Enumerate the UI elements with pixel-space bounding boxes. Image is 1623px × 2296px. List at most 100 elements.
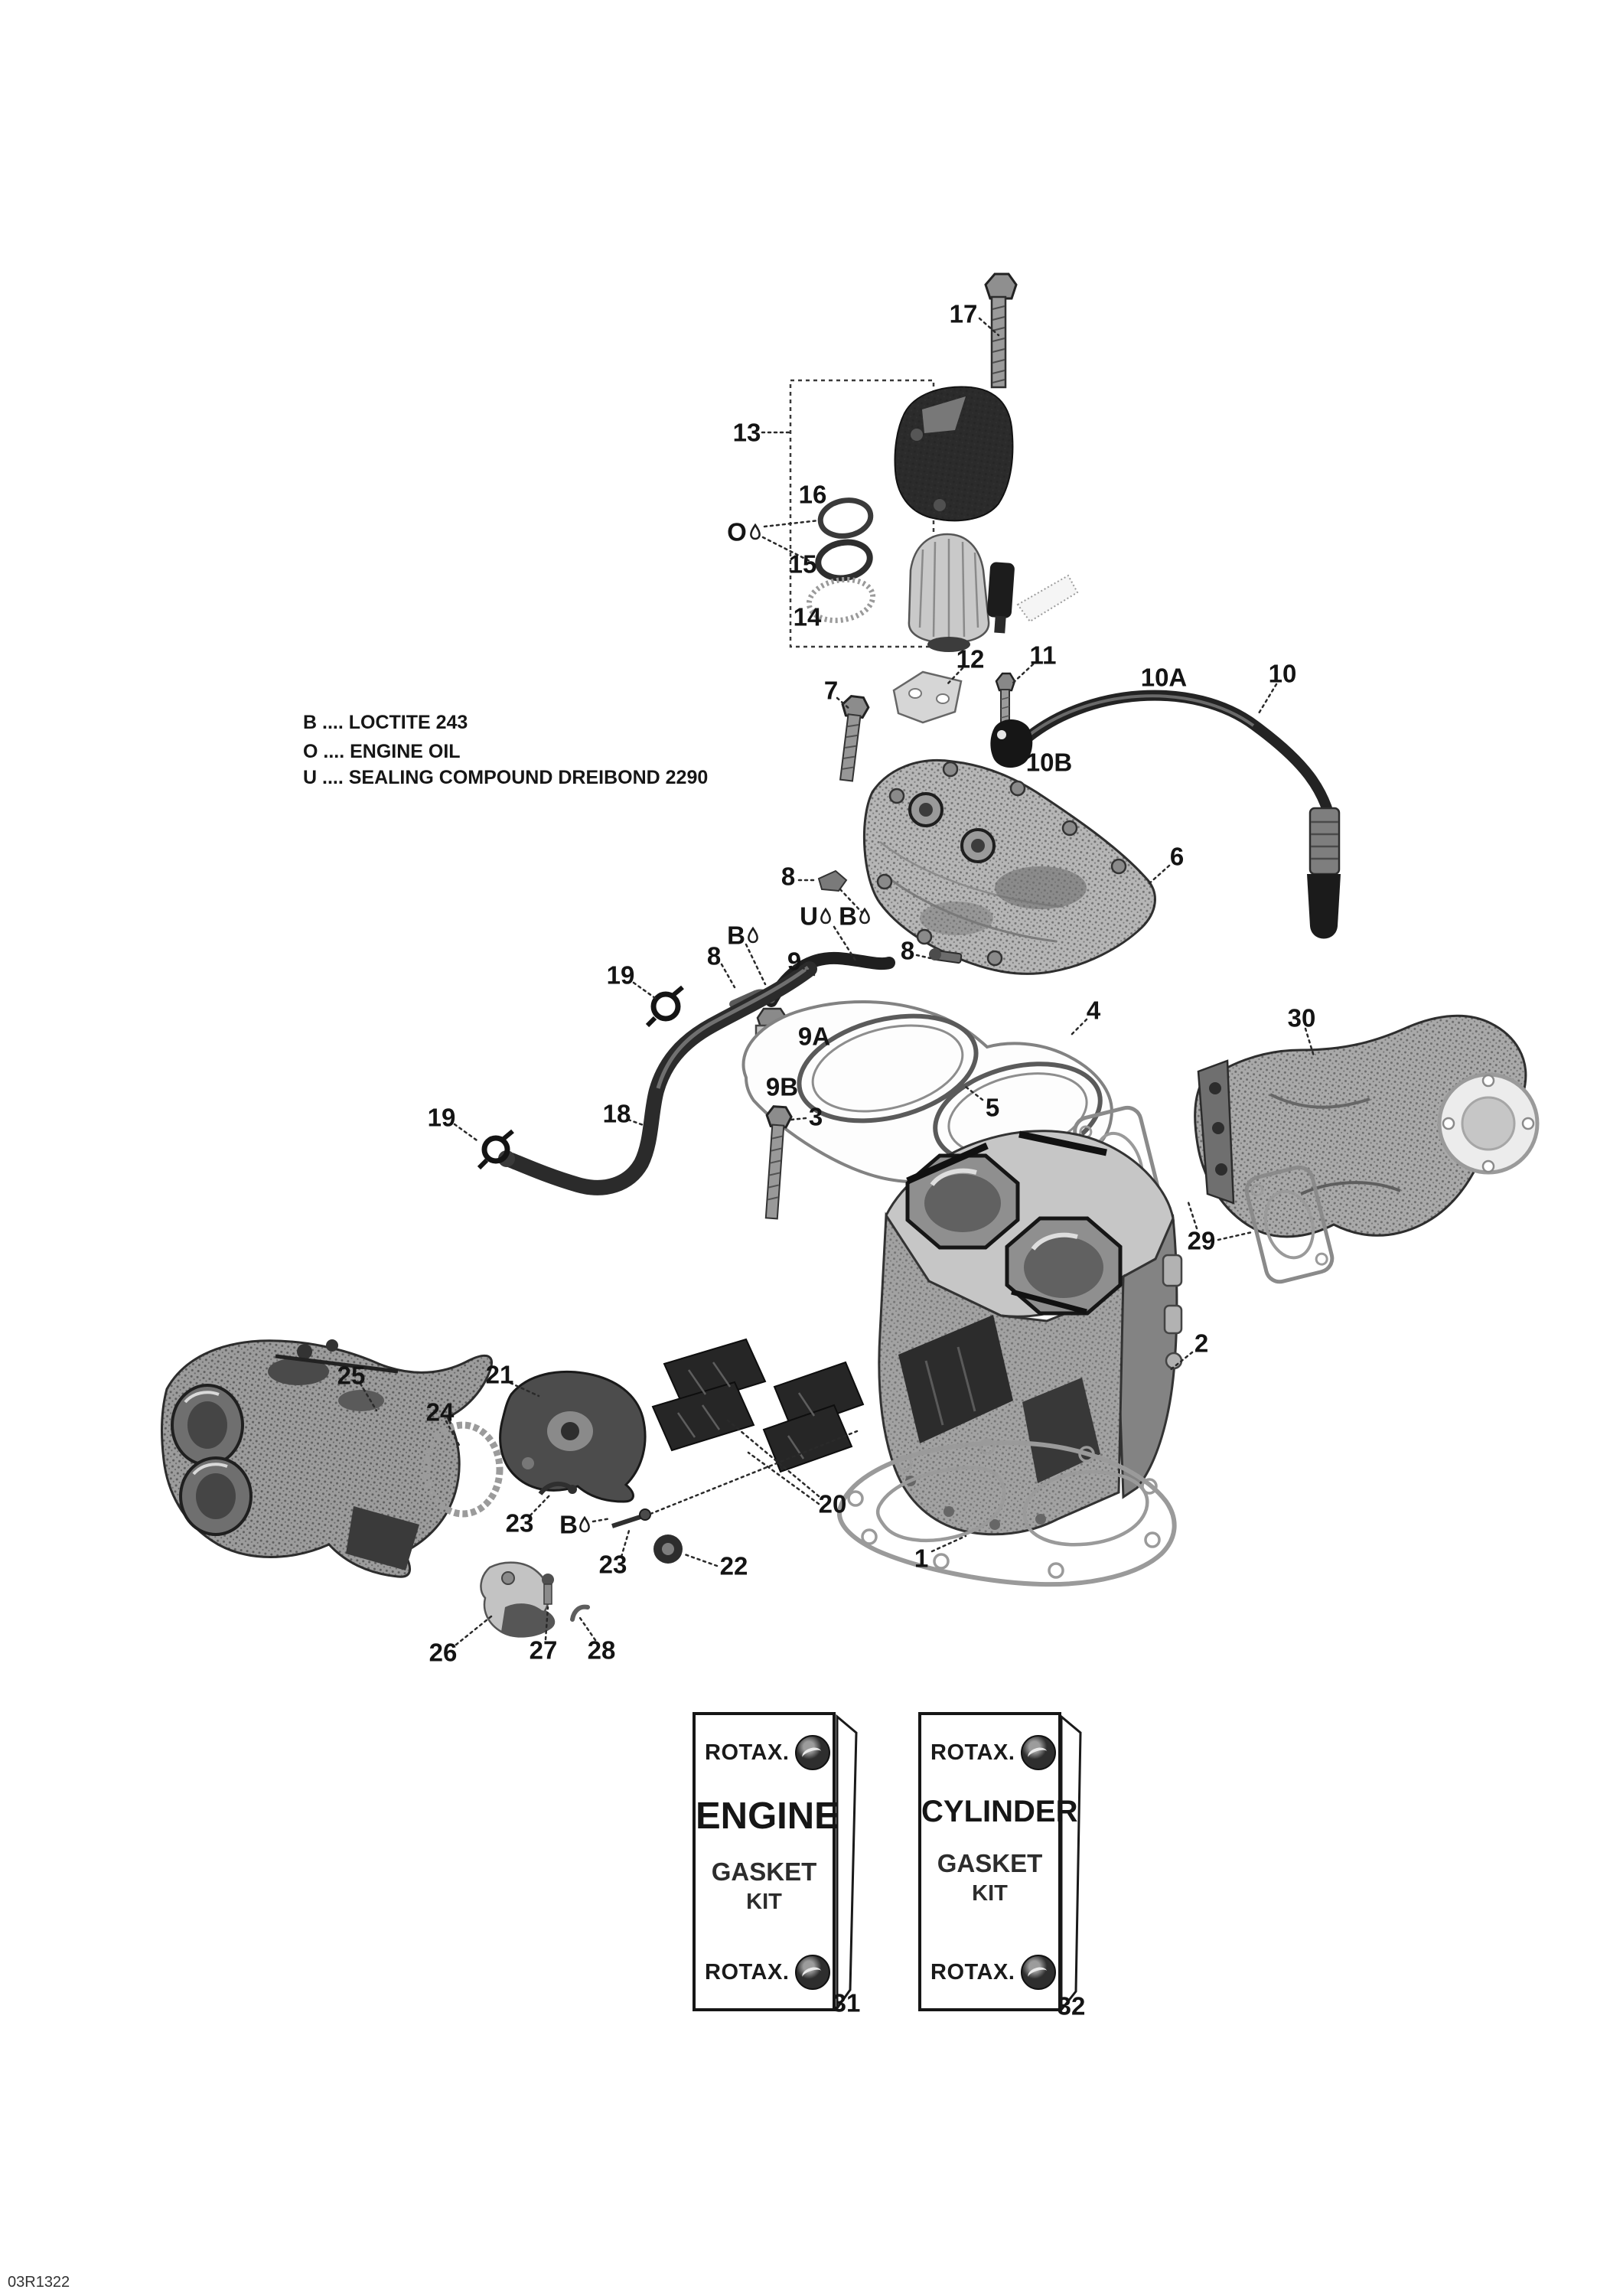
callout-15: 15 bbox=[789, 550, 817, 579]
rotax-wordmark: ROTAX. bbox=[705, 1740, 790, 1765]
part-2-cylinder-block bbox=[878, 1130, 1183, 1536]
leader-line bbox=[592, 1517, 612, 1523]
callout-label: 23 bbox=[506, 1509, 534, 1538]
callout-label: 5 bbox=[986, 1094, 999, 1122]
connector-boot bbox=[1307, 874, 1341, 939]
part-23-clip-1 bbox=[538, 1481, 577, 1495]
callout-label: 7 bbox=[824, 677, 838, 705]
package-subtitle-2: KIT bbox=[746, 1890, 782, 1914]
callout-label: O bbox=[727, 518, 747, 546]
callout-24: 24 bbox=[426, 1398, 462, 1450]
part-22-grommet bbox=[653, 1534, 683, 1564]
callout-9: 9 bbox=[787, 947, 816, 977]
leader-line bbox=[359, 1382, 378, 1412]
callout-label: 2 bbox=[1194, 1329, 1208, 1358]
callout-18: 18 bbox=[603, 1100, 651, 1129]
leader-line bbox=[1070, 1018, 1088, 1036]
droplet-icon bbox=[579, 1515, 590, 1533]
engine-gasket-kit-package: ROTAX. ENGINE GASKET KIT ROTAX. bbox=[693, 1712, 839, 2011]
callout-label: 8 bbox=[901, 937, 914, 965]
part-24-clamp-ring bbox=[422, 1421, 504, 1518]
callout-8: 8 bbox=[901, 937, 932, 965]
part-27-screw bbox=[542, 1574, 554, 1605]
callout-label: 29 bbox=[1188, 1227, 1216, 1255]
leader-line bbox=[790, 1117, 807, 1121]
callout-27: 27 bbox=[530, 1606, 557, 1665]
leader-line bbox=[1217, 1231, 1253, 1241]
callout-label: 26 bbox=[429, 1639, 458, 1667]
callout-u: U bbox=[800, 902, 831, 931]
callout-label: 12 bbox=[957, 645, 985, 673]
callout-label: 15 bbox=[789, 550, 817, 579]
callout-label: B bbox=[839, 902, 857, 931]
package-subtitle-2: KIT bbox=[972, 1881, 1008, 1906]
callout-17: 17 bbox=[950, 300, 1000, 337]
callout-label: 24 bbox=[426, 1398, 455, 1427]
callout-21: 21 bbox=[486, 1361, 540, 1397]
callout-label: B bbox=[559, 1511, 578, 1539]
part-12-plate bbox=[892, 670, 963, 724]
part-26-bracket bbox=[480, 1561, 556, 1638]
droplet-icon bbox=[820, 907, 831, 925]
package-title: ENGINE bbox=[696, 1795, 839, 1837]
callout-label: 9 bbox=[787, 947, 801, 976]
package-32-flap bbox=[1060, 1714, 1082, 2014]
callout-label: 10 bbox=[1269, 660, 1297, 688]
callout-26: 26 bbox=[429, 1615, 493, 1667]
callout-label: 25 bbox=[337, 1362, 366, 1390]
part-washer-flag bbox=[1016, 574, 1079, 623]
legend-line-b: B .... LOCTITE 243 bbox=[303, 712, 468, 733]
leader-line bbox=[453, 1123, 481, 1143]
callout-22: 22 bbox=[681, 1552, 748, 1580]
package-31-flap bbox=[836, 1714, 858, 2012]
leader-line bbox=[620, 1529, 631, 1558]
callout-o: O bbox=[727, 518, 820, 563]
leader-line bbox=[720, 963, 736, 989]
rotax-brand-bottom: ROTAX. bbox=[696, 1952, 833, 1993]
callout-1: 1 bbox=[914, 1534, 967, 1573]
part-10-spark-plug-cable bbox=[990, 690, 1341, 939]
cylinder-gasket-kit-package: ROTAX. CYLINDER GASKET KIT ROTAX. bbox=[918, 1712, 1078, 2011]
leader-line bbox=[800, 966, 816, 977]
callout-13: 13 bbox=[733, 419, 790, 447]
part-18-hose bbox=[498, 961, 817, 1195]
callout-19: 19 bbox=[607, 961, 657, 1000]
callout-label: 23 bbox=[599, 1551, 627, 1579]
callout-16: 16 bbox=[799, 481, 827, 509]
part-30-intake-manifold bbox=[1194, 1014, 1540, 1238]
callout-label: 19 bbox=[428, 1104, 456, 1132]
callout-20: 20 bbox=[725, 1418, 846, 1518]
package-title: CYLINDER bbox=[921, 1795, 1078, 1828]
leader-line bbox=[747, 1451, 820, 1505]
callout-label: 3 bbox=[809, 1103, 823, 1131]
leader-line bbox=[455, 1615, 493, 1646]
part-29-gasket-right bbox=[1244, 1165, 1335, 1284]
droplet-icon bbox=[859, 907, 870, 925]
droplet-icon bbox=[750, 523, 761, 540]
callout-label: 31 bbox=[833, 1989, 861, 2017]
part-8-screw-right bbox=[929, 948, 963, 964]
part-15-oring bbox=[815, 539, 873, 582]
callout-label: 4 bbox=[1087, 996, 1101, 1025]
legend: B .... LOCTITE 243 O .... ENGINE OIL U .… bbox=[303, 712, 708, 788]
leader-line bbox=[1168, 1351, 1194, 1372]
callout-label: 1 bbox=[914, 1544, 928, 1573]
rotax-brand-top: ROTAX. bbox=[696, 1732, 833, 1773]
rotax-logo-icon bbox=[1021, 1955, 1057, 1990]
callout-label: B bbox=[727, 921, 745, 950]
callout-label: 21 bbox=[486, 1361, 514, 1389]
leader-line bbox=[930, 1534, 967, 1553]
part-28-fitting bbox=[570, 1604, 590, 1622]
leader-line bbox=[627, 1118, 651, 1129]
rotax-brand-bottom: ROTAX. bbox=[921, 1952, 1058, 1993]
leader-line bbox=[725, 1418, 820, 1498]
drawing-number: 03R1322 bbox=[8, 2274, 70, 2291]
leader-line bbox=[1011, 663, 1035, 685]
leader-line bbox=[944, 667, 964, 687]
rotax-wordmark: ROTAX. bbox=[705, 1959, 790, 1985]
part-21-housing bbox=[499, 1371, 647, 1503]
callout-2: 2 bbox=[1168, 1329, 1208, 1372]
callout-10a: 10A bbox=[1141, 664, 1188, 692]
leader-line bbox=[1304, 1027, 1315, 1058]
